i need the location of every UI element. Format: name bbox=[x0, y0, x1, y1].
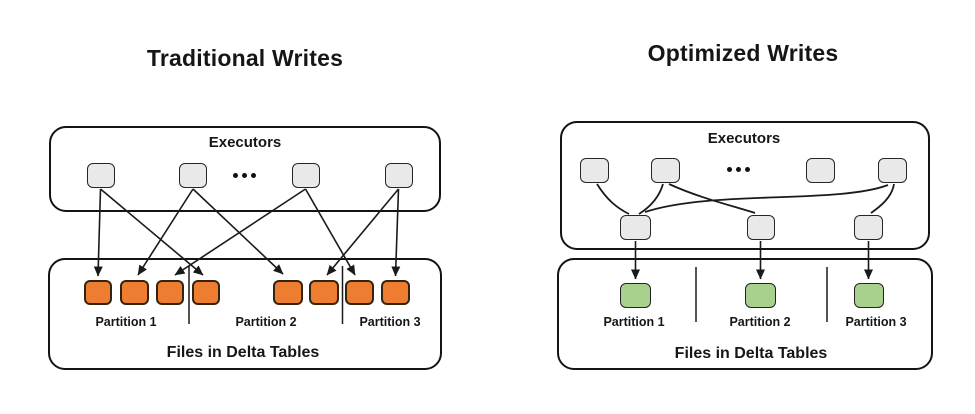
file-box bbox=[156, 280, 184, 305]
executors-label: Executors bbox=[707, 130, 781, 147]
file-box bbox=[345, 280, 374, 305]
executor-box bbox=[806, 158, 835, 183]
ellipsis-icon bbox=[233, 173, 256, 178]
writer-task-box bbox=[747, 215, 775, 240]
executor-box bbox=[651, 158, 680, 183]
file-box bbox=[381, 280, 410, 305]
executors-label: Executors bbox=[208, 134, 282, 151]
partition-label: Partition 1 bbox=[95, 315, 157, 329]
partition-label: Partition 2 bbox=[729, 315, 791, 329]
optimized-writes-title: Optimized Writes bbox=[647, 40, 839, 66]
partition-label: Partition 1 bbox=[603, 315, 665, 329]
partition-label: Partition 3 bbox=[845, 315, 907, 329]
executor-box bbox=[385, 163, 413, 188]
ellipsis-icon bbox=[727, 167, 750, 172]
files-in-delta-tables-label: Files in Delta Tables bbox=[166, 344, 320, 361]
writer-task-box bbox=[854, 215, 883, 240]
files-in-delta-tables-label: Files in Delta Tables bbox=[674, 345, 828, 362]
file-box bbox=[84, 280, 112, 305]
executor-box bbox=[179, 163, 207, 188]
file-box bbox=[854, 283, 884, 308]
executor-box bbox=[878, 158, 907, 183]
file-box bbox=[620, 283, 651, 308]
executor-box bbox=[292, 163, 320, 188]
partition-label: Partition 2 bbox=[235, 315, 297, 329]
writer-task-box bbox=[620, 215, 651, 240]
file-box bbox=[273, 280, 303, 305]
executor-box bbox=[580, 158, 609, 183]
file-box bbox=[745, 283, 776, 308]
file-box bbox=[192, 280, 220, 305]
file-box bbox=[120, 280, 149, 305]
traditional-writes-title: Traditional Writes bbox=[146, 45, 344, 71]
partition-label: Partition 3 bbox=[359, 315, 421, 329]
file-box bbox=[309, 280, 339, 305]
traditional-files-container bbox=[48, 258, 442, 370]
executor-box bbox=[87, 163, 115, 188]
